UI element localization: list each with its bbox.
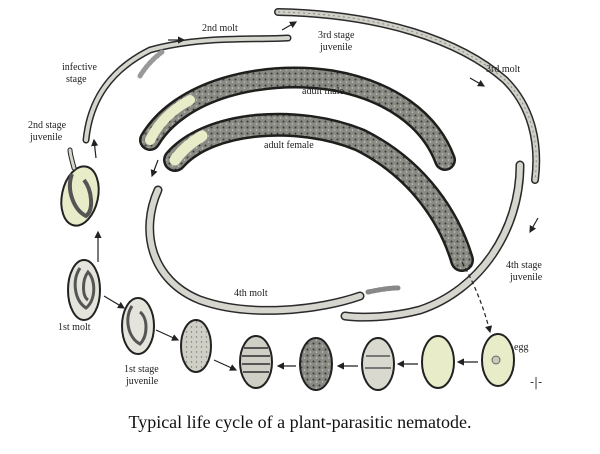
label-first-stage-1: 1st stage [124,364,159,375]
label-third-stage-2: juvenile [319,42,353,53]
egg-stage-6 [361,337,395,391]
hatching-egg [60,147,100,227]
label-first-molt: 1st molt [58,322,91,333]
label-egg: egg [514,342,528,353]
small-scale-mark: -|- [530,375,542,389]
label-third-molt: 3rd molt [486,64,520,75]
label-fourth-stage-2: juvenile [509,272,543,283]
cycle-arrows [91,21,539,371]
figure-caption: Typical life cycle of a plant-parasitic … [128,412,471,432]
label-first-stage-2: juvenile [125,376,159,387]
egg-stage-5 [299,337,333,391]
egg-stage-3 [180,319,212,373]
label-second-stage-2: juvenile [29,132,63,143]
egg-first-stage-juvenile [121,297,155,355]
egg-stage-4 [239,335,273,389]
label-second-stage-1: 2nd stage [28,120,67,131]
label-third-stage-1: 3rd stage [318,30,355,41]
label-adult-male: adult male [302,86,344,97]
label-infective-1: infective [62,62,98,73]
label-fourth-stage-1: 4th stage [506,260,542,271]
egg-first-molt [67,259,101,321]
egg-single-cell [481,333,515,387]
egg-stage-7 [421,335,455,389]
label-second-molt: 2nd molt [202,23,238,34]
label-fourth-molt: 4th molt [234,288,268,299]
label-adult-female: adult female [264,140,314,151]
label-infective-2: stage [66,74,87,85]
